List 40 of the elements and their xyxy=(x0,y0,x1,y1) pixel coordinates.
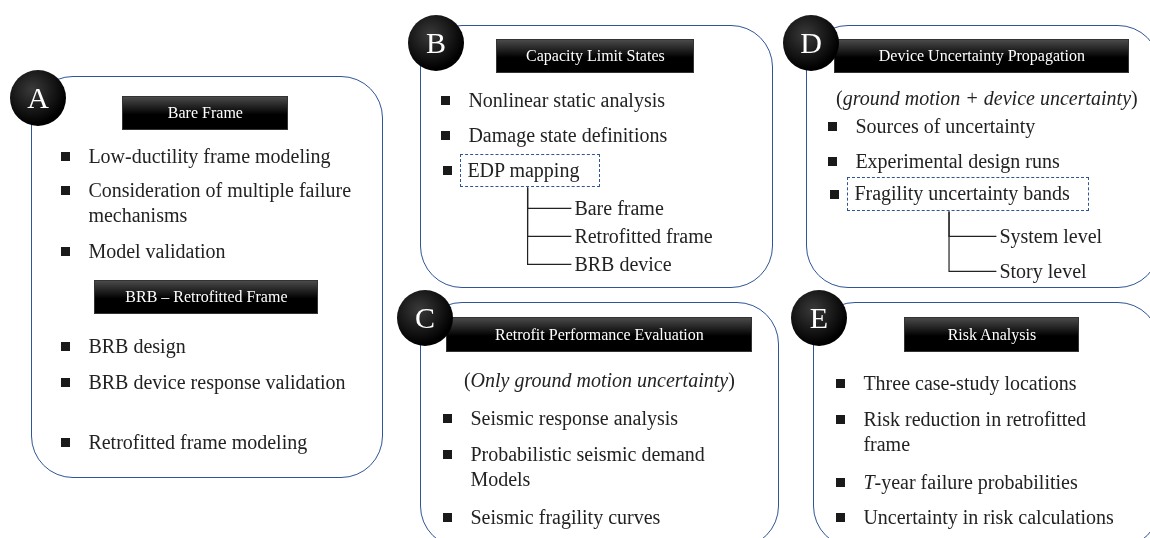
sub-item-text: Story level xyxy=(999,259,1087,284)
bullet-text: Uncertainty in risk calculations xyxy=(863,505,1115,531)
bullet-text: Nonlinear static analysis xyxy=(468,88,666,114)
bullet-text: BRB design xyxy=(88,334,187,360)
section-heading: BRB – Retrofitted Frame xyxy=(94,280,319,315)
highlighted-item: EDP mapping xyxy=(460,154,601,188)
bullet-text: Model validation xyxy=(88,239,227,265)
section-heading: Retrofit Performance Evaluation xyxy=(446,317,753,353)
note-text: (ground motion + device uncertainty) xyxy=(835,86,1139,112)
bullet-text: Damage state definitions xyxy=(468,123,669,149)
bullet-text: Seismic fragility curves xyxy=(470,505,662,531)
bullet-text: Risk reduction in retrofitted frame xyxy=(863,407,1088,458)
bullet-text: BRB device response validation xyxy=(88,370,347,396)
sub-item-text: System level xyxy=(999,224,1103,249)
step-letter-badge: A xyxy=(10,70,66,126)
section-heading: Bare Frame xyxy=(122,96,289,131)
note-text: (Only ground motion uncertainty) xyxy=(462,368,736,394)
step-panel xyxy=(420,25,773,288)
bullet-text: Sources of uncertainty xyxy=(855,114,1037,140)
bullet-text: Low-ductility frame modeling xyxy=(88,144,332,170)
step-letter-badge: B xyxy=(408,15,464,71)
sub-item-text: Bare frame xyxy=(574,196,664,221)
bullet-text: T-year failure probabilities xyxy=(863,470,1079,496)
bullet-text: Three case-study locations xyxy=(863,371,1078,397)
bullet-text: Experimental design runs xyxy=(855,149,1061,175)
bullet-text: Consideration of multiple failure mechanisms xyxy=(88,178,353,229)
connector-line xyxy=(948,210,997,272)
sub-item-text: BRB device xyxy=(574,252,672,277)
section-heading: Capacity Limit States xyxy=(496,39,695,74)
sub-item-text: Retrofitted frame xyxy=(574,224,713,249)
step-letter-badge: D xyxy=(783,15,839,71)
step-letter-badge: E xyxy=(791,290,847,346)
section-heading: Device Uncertainty Propagation xyxy=(834,39,1130,74)
connector-line xyxy=(527,186,572,265)
section-heading: Risk Analysis xyxy=(904,317,1080,353)
highlighted-item: Fragility uncertainty bands xyxy=(847,177,1090,212)
bullet-text: Retrofitted frame modeling xyxy=(88,430,309,456)
bullet-text: Probabilistic seismic demand Models xyxy=(470,442,706,493)
bullet-text: Seismic response analysis xyxy=(470,406,680,432)
step-letter-badge: C xyxy=(397,290,453,346)
